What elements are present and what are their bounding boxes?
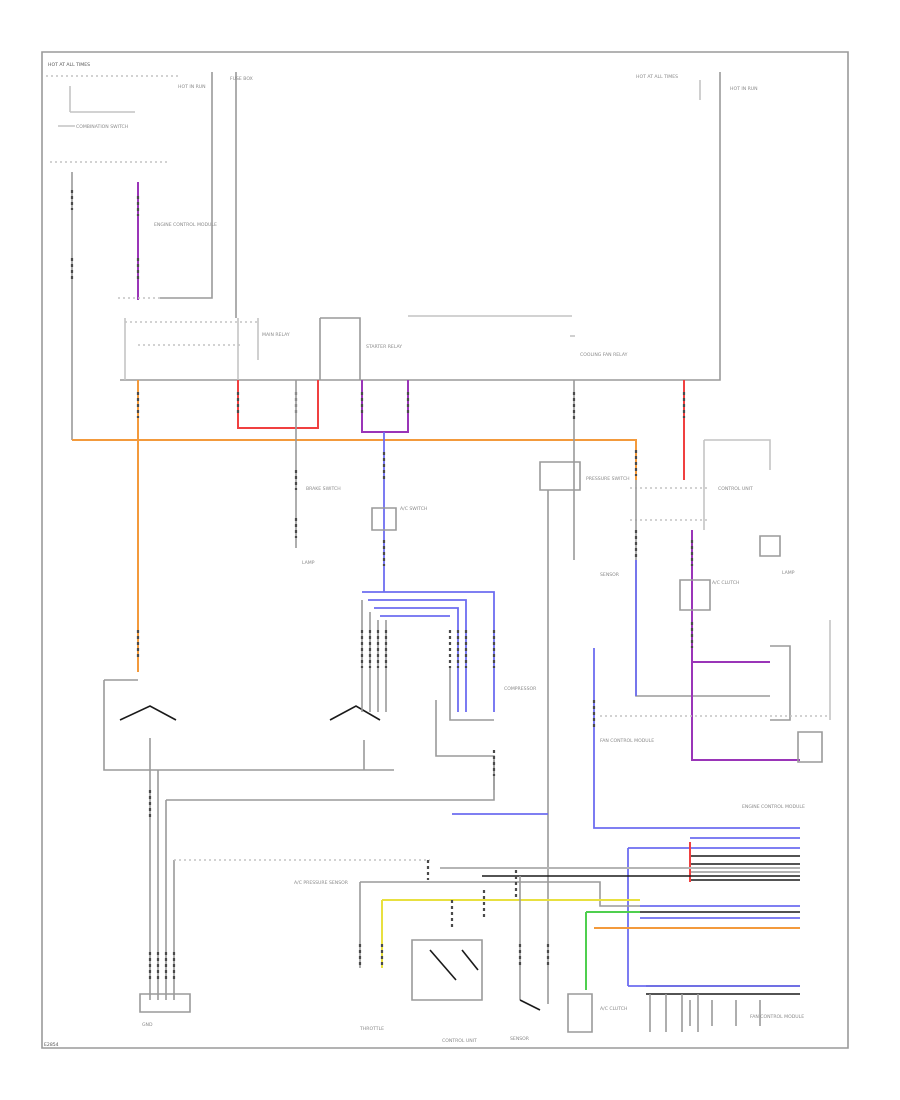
orange-feed-wire [72, 380, 637, 672]
label-sensor-lower: SENSOR [510, 1036, 530, 1042]
top-left-cluster [46, 72, 237, 440]
fuse-box-bus [120, 72, 721, 381]
label-sensor: SENSOR [600, 572, 620, 578]
label-ecm-left: ENGINE CONTROL MODULE [154, 222, 217, 228]
label-ecm-right: ENGINE CONTROL MODULE [742, 804, 805, 810]
label-ac-pressure: A/C PRESSURE SENSOR [294, 880, 349, 886]
label-fan-control: FAN CONTROL MODULE [600, 738, 654, 744]
lower-right-connector [359, 648, 800, 995]
label-cooling-fan-relay: COOLING FAN RELAY [580, 352, 628, 358]
label-hot-run-left: HOT IN RUN [178, 84, 206, 90]
relay-wires [236, 380, 686, 592]
label-control-unit: CONTROL UNIT [718, 486, 753, 492]
label-combination-switch: COMBINATION SWITCH [76, 124, 128, 130]
label-pressure-switch: PRESSURE SWITCH [586, 476, 630, 482]
label-ground: GND [142, 1022, 153, 1028]
diagram-border [41, 51, 849, 1049]
label-starter-relay: STARTER RELAY [366, 344, 402, 350]
label-throttle: THROTTLE [359, 1026, 384, 1032]
label-lamp-left: LAMP [302, 560, 315, 566]
switch-section [103, 679, 495, 1013]
label-hot-header: HOT AT ALL TIMES [48, 62, 90, 68]
label-ac-switch: A/C SWITCH [400, 506, 427, 512]
figure-code: E2854 [44, 1042, 59, 1048]
label-ac-clutch-lower: A/C CLUTCH [600, 1006, 627, 1012]
lower-components [358, 860, 761, 1033]
label-compressor: COMPRESSOR [504, 686, 537, 692]
label-hot-right-detail: HOT IN RUN [730, 86, 758, 92]
blue-harness [360, 591, 548, 815]
label-fuse-box: FUSE BOX [230, 76, 253, 82]
label-control-unit-lower: CONTROL UNIT [442, 1038, 477, 1044]
label-brake-switch: BRAKE SWITCH [306, 486, 341, 492]
label-main-relay: MAIN RELAY [262, 332, 290, 338]
label-ac-clutch: A/C CLUTCH [712, 580, 739, 586]
top-right-labels: HOT AT ALL TIMES [636, 74, 701, 100]
hot-label-right: HOT AT ALL TIMES [636, 74, 678, 80]
right-relay-block [539, 439, 831, 1004]
label-lamp-right: LAMP [782, 570, 795, 576]
label-fan-control-lower: FAN CONTROL MODULE [750, 1014, 804, 1020]
